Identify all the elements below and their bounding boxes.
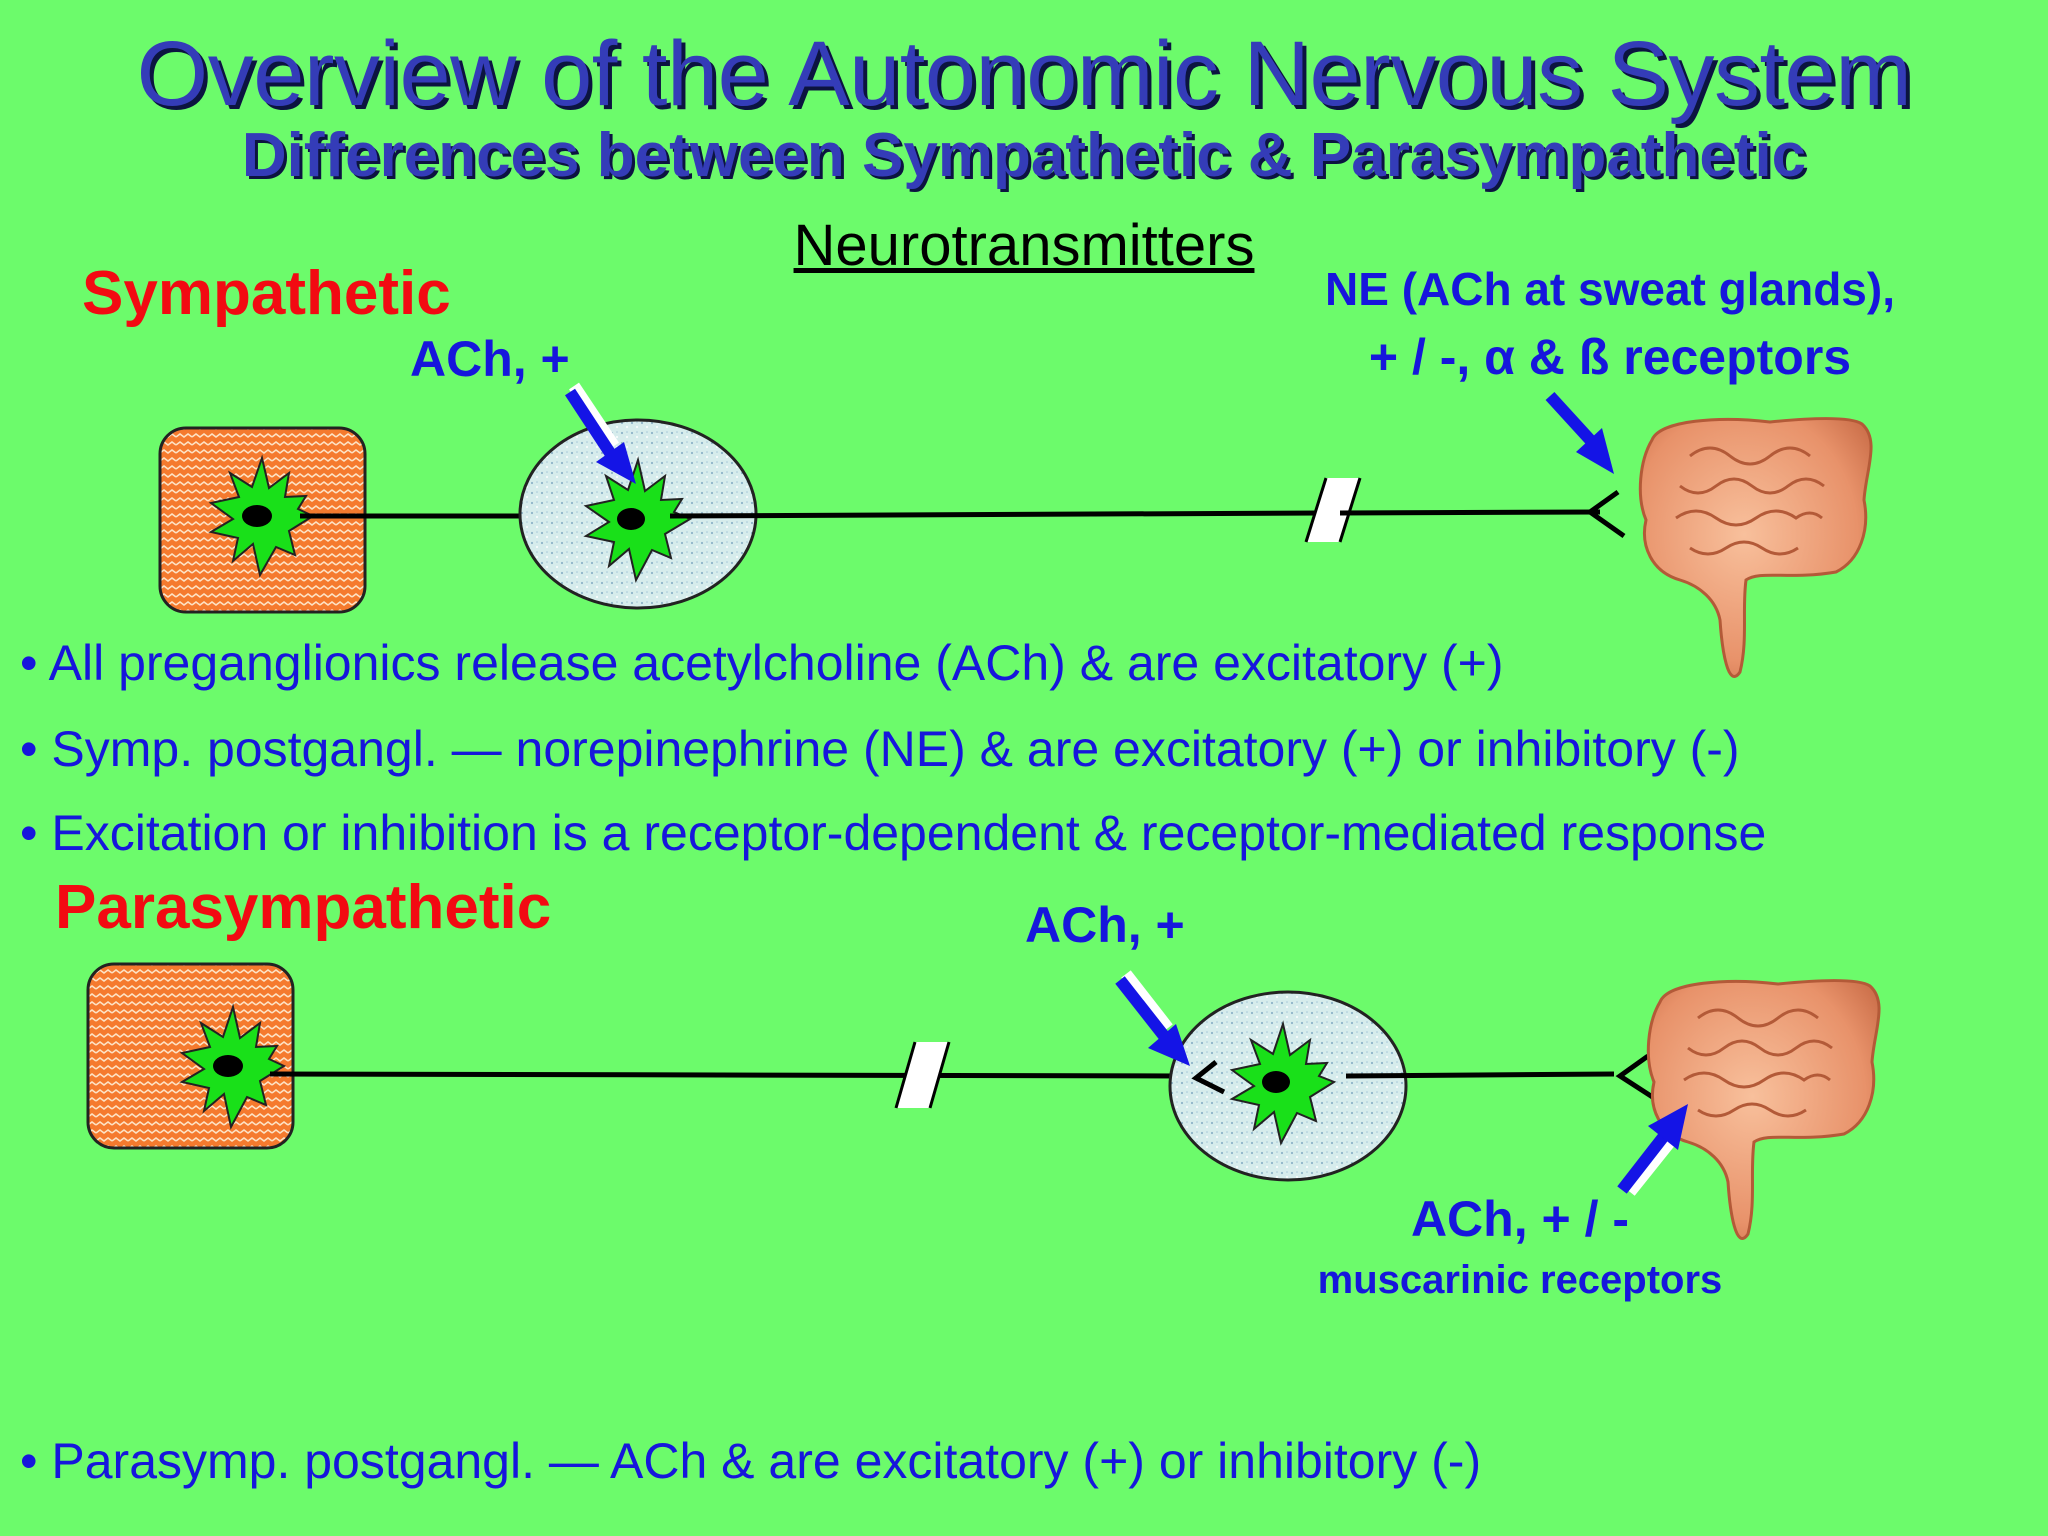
intestine-icon bbox=[1638, 417, 1873, 678]
arrow-icon bbox=[1617, 1104, 1688, 1196]
sympathetic-preganglionic-neuron bbox=[208, 454, 316, 578]
parasympathetic-preganglionic-axon bbox=[269, 1071, 1181, 1079]
sympathetic-preganglionic-label: ACh, + bbox=[410, 331, 570, 387]
page-title: Overview of the Autonomic Nervous System bbox=[136, 23, 1912, 125]
parasympathetic-postganglionic-terminal bbox=[1615, 1053, 1656, 1101]
parasympathetic-postganglionic-label-1: ACh, + / - bbox=[1410, 1191, 1630, 1247]
axon-break-icon bbox=[1304, 477, 1362, 543]
sympathetic-postganglionic-neuron bbox=[583, 456, 693, 583]
parasympathetic-preganglionic-label: ACh, + bbox=[1025, 897, 1185, 953]
parasympathetic-postganglionic-neuron bbox=[1229, 1020, 1337, 1146]
axon-break-icon bbox=[894, 1041, 951, 1109]
neuron-nucleus-icon bbox=[242, 505, 272, 527]
sympathetic-postganglionic-axon bbox=[669, 510, 1321, 519]
arrow-icon bbox=[1545, 391, 1614, 474]
section-heading: Neurotransmitters bbox=[793, 213, 1255, 278]
bullet-3: • Excitation or inhibition is a receptor… bbox=[20, 805, 1767, 861]
sympathetic-label: Sympathetic bbox=[82, 259, 451, 328]
parasympathetic-pathway bbox=[86, 962, 1881, 1240]
arrow-icon bbox=[1115, 970, 1190, 1066]
neuron-nucleus-icon bbox=[617, 508, 645, 530]
neuron-nucleus-icon bbox=[213, 1055, 243, 1077]
sympathetic-postganglionic-axon-distal bbox=[1339, 509, 1601, 516]
bullet-1: • All preganglionics release acetylcholi… bbox=[20, 635, 1504, 691]
parasympathetic-postganglionic-label-2: muscarinic receptors bbox=[1317, 1258, 1723, 1302]
parasympathetic-preganglionic-neuron bbox=[179, 1003, 287, 1130]
parasympathetic-label: Parasympathetic bbox=[55, 873, 552, 942]
neuron-nucleus-icon bbox=[1262, 1071, 1290, 1093]
sympathetic-postganglionic-terminal bbox=[1585, 489, 1626, 539]
parasympathetic-postganglionic-axon bbox=[1345, 1071, 1615, 1079]
sympathetic-postganglionic-label-1: NE (ACh at sweat glands), bbox=[1325, 263, 1895, 315]
parasympathetic-preganglionic-terminal bbox=[1191, 1060, 1226, 1095]
footer-bullet: • Parasymp. postgangl. — ACh & are excit… bbox=[20, 1433, 1482, 1489]
bullet-2: • Symp. postgangl. — norepinephrine (NE)… bbox=[20, 721, 1740, 777]
arrow-icon bbox=[564, 382, 636, 484]
sympathetic-pathway bbox=[158, 382, 1873, 678]
page-subtitle: Differences between Sympathetic & Parasy… bbox=[241, 121, 1807, 190]
sympathetic-postganglionic-label-2: + / -, α & ß receptors bbox=[1368, 329, 1852, 385]
